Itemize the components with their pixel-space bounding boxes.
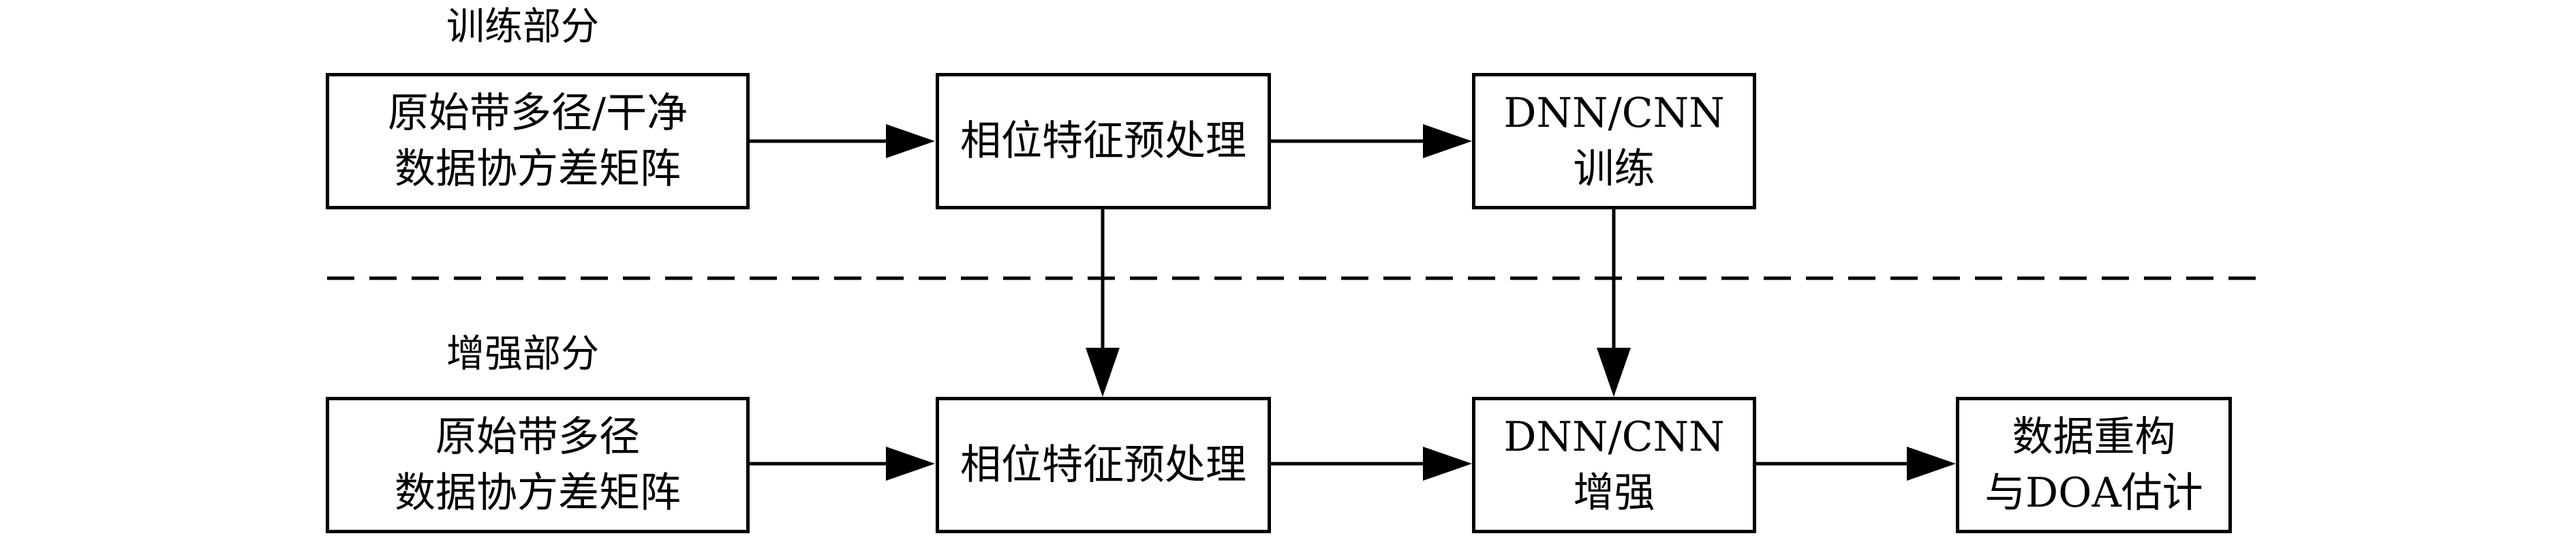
training-network-line2: 训练 [1573, 145, 1655, 193]
training-network-box: DNN/CNN 训练 [1472, 73, 1756, 209]
arrow-enhance-preprocess-to-network [1271, 447, 1472, 481]
arrow-enhance-input-to-preprocess [750, 447, 935, 481]
enhance-preprocess-line1: 相位特征预处理 [960, 441, 1246, 489]
training-input-line1: 原始带多径/干净 [387, 89, 688, 137]
training-section-title: 训练部分 [446, 5, 599, 49]
arrow-train-preprocess-to-enhance-preprocess [1086, 209, 1120, 397]
enhance-input-box: 原始带多径 数据协方差矩阵 [326, 397, 750, 533]
enhance-network-line1: DNN/CNN [1503, 413, 1725, 461]
training-preprocess-line1: 相位特征预处理 [960, 117, 1246, 165]
training-preprocess-box: 相位特征预处理 [936, 73, 1271, 209]
enhance-output-box: 数据重构 与DOA估计 [1956, 397, 2232, 533]
enhance-preprocess-box: 相位特征预处理 [936, 397, 1271, 533]
enhance-output-line2: 与DOA估计 [1984, 469, 2203, 517]
arrow-enhance-network-to-output [1756, 447, 1956, 481]
arrow-train-input-to-preprocess [750, 124, 935, 158]
training-input-box: 原始带多径/干净 数据协方差矩阵 [326, 73, 750, 209]
enhance-network-line2: 增强 [1573, 469, 1655, 517]
enhance-input-line2: 数据协方差矩阵 [395, 469, 681, 517]
arrow-train-preprocess-to-network [1271, 124, 1472, 158]
enhance-network-box: DNN/CNN 增强 [1472, 397, 1756, 533]
arrow-train-network-to-enhance-network [1597, 209, 1631, 397]
enhance-input-line1: 原始带多径 [435, 413, 640, 461]
enhance-output-line1: 数据重构 [2012, 413, 2176, 461]
training-network-line1: DNN/CNN [1503, 89, 1725, 137]
training-input-line2: 数据协方差矩阵 [395, 145, 681, 193]
enhance-section-title: 增强部分 [446, 332, 599, 376]
